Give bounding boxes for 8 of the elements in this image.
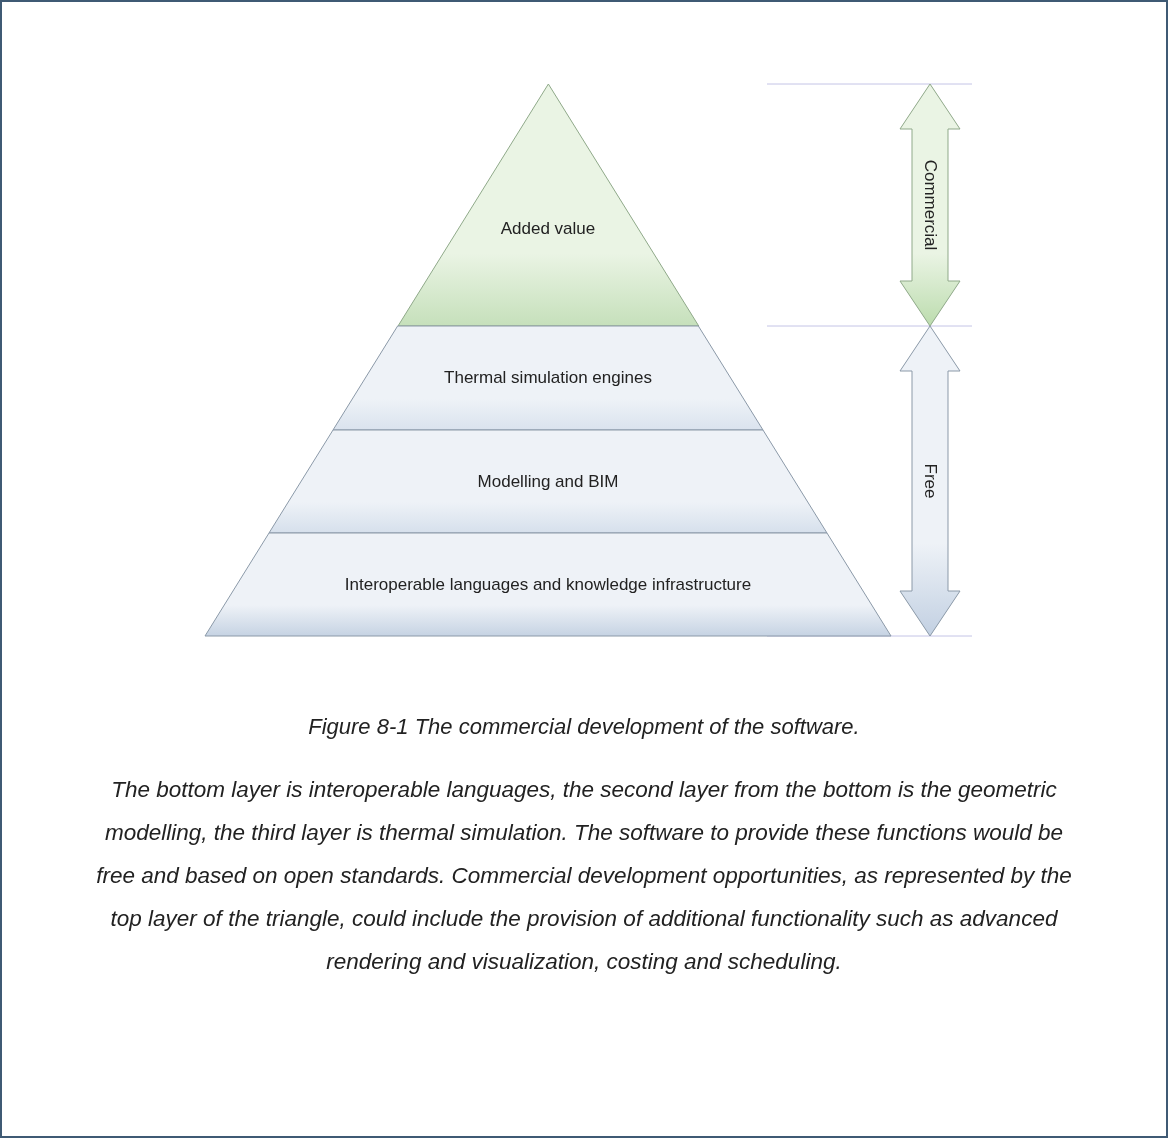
figure-caption: Figure 8-1 The commercial development of the software. [307, 714, 861, 740]
layer-label: Thermal simulation engines [444, 368, 652, 388]
layer-label: Interoperable languages and knowledge infrastructure [344, 574, 752, 595]
arrow-label: Free [920, 463, 940, 499]
layer-label: Added value [500, 219, 596, 240]
description-paragraph: The bottom layer is interoperable languages, the second layer from the bottom is the geometric modelling, the third layer is thermal simulation. The software to provide these functions would be free and based on open standards. Commercial development opportunities, as represented by the top layer of the triangle, could include the provision of additional functionality such as advanced rendering and visualization, costing and scheduling. [95, 776, 1073, 976]
arrow-label: Commercial [920, 159, 940, 251]
layer-label: Modelling and BIM [477, 471, 619, 492]
